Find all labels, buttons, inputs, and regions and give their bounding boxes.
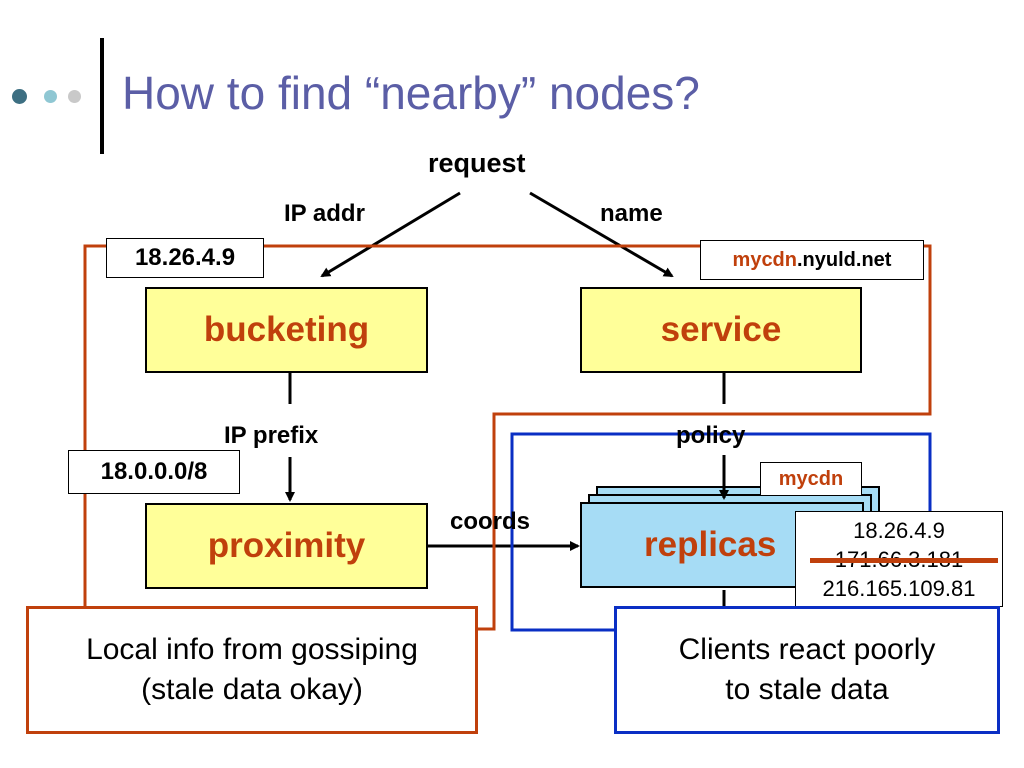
strike-through-line — [810, 558, 998, 563]
replicas-label: replicas — [644, 525, 777, 564]
ip-value: 18.26.4.9 — [134, 244, 236, 271]
note-local-info: Local info from gossiping (stale data ok… — [26, 606, 478, 734]
note-local-line1: Local info from gossiping — [86, 633, 418, 666]
proximity-box: proximity — [145, 503, 428, 589]
request-label: request — [428, 148, 526, 178]
replica-ip-3: 216.165.109.81 — [822, 575, 976, 601]
note-clients-react: Clients react poorly to stale data — [614, 606, 1000, 734]
mycdn-tag-box: mycdn — [760, 462, 862, 496]
bucketing-box: bucketing — [145, 287, 428, 373]
arrow-request-to-bucketing — [320, 191, 461, 278]
page-title: How to find “nearby” nodes? — [122, 67, 700, 119]
coords-label: coords — [450, 508, 531, 535]
title-divider — [100, 38, 104, 154]
decor-dot-3 — [68, 90, 81, 103]
prefix-value: 18.0.0.0/8 — [100, 458, 208, 485]
hostname-suffix: .nyuld.net — [797, 248, 892, 271]
note-clients-line2: to stale data — [725, 673, 889, 706]
decor-dot-2 — [44, 90, 57, 103]
policy-label: policy — [676, 422, 746, 449]
decor-dot-1 — [12, 89, 27, 104]
bucketing-label: bucketing — [203, 310, 370, 349]
service-label: service — [660, 310, 782, 349]
note-clients-line1: Clients react poorly — [678, 633, 936, 666]
hostname-prefix: mycdn — [732, 248, 797, 271]
ip-prefix-label: IP prefix — [224, 422, 319, 449]
ip-addr-label: IP addr — [284, 200, 365, 227]
arrow-request-to-service — [529, 191, 674, 278]
replica-ip-1: 18.26.4.9 — [853, 517, 945, 543]
service-box: service — [580, 287, 862, 373]
ip-value-box: 18.26.4.9 — [106, 238, 264, 278]
prefix-value-box: 18.0.0.0/8 — [68, 450, 240, 494]
name-label: name — [600, 200, 663, 227]
proximity-label: proximity — [207, 526, 366, 565]
hostname-box: mycdn.nyuld.net — [700, 240, 924, 280]
mycdn-tag: mycdn — [778, 467, 844, 490]
note-local-line2: (stale data okay) — [141, 673, 363, 706]
